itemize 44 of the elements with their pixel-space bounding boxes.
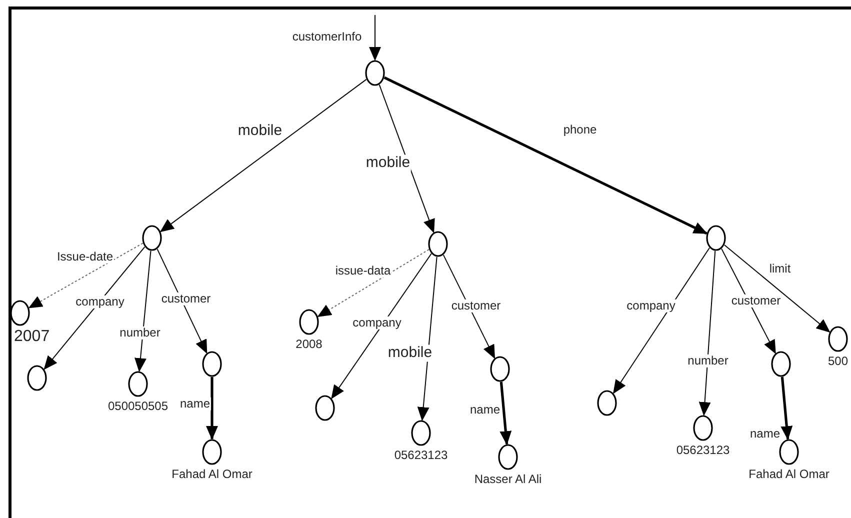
arrow — [44, 246, 146, 370]
edge-label: company — [352, 316, 402, 330]
edge-label: mobile — [364, 154, 412, 172]
arrow — [417, 256, 438, 422]
node-label: Fahad Al Omar — [748, 468, 830, 480]
arrow — [369, 14, 381, 61]
edge-label: issue-data — [334, 264, 392, 278]
edge-label: name — [178, 397, 212, 411]
arrow — [721, 248, 776, 354]
node-label: Fahad Al Omar — [172, 468, 252, 480]
arrow — [206, 377, 218, 440]
edge-label: mobile — [386, 344, 434, 362]
node-label: 2007 — [14, 329, 50, 345]
arrow — [28, 242, 144, 308]
edge-label: number — [118, 326, 162, 340]
edge-label: customer — [450, 299, 502, 313]
edge-label: limit — [768, 262, 792, 276]
node-label: 2008 — [296, 338, 322, 350]
edge-label: phone — [562, 123, 598, 137]
arrow — [317, 248, 430, 318]
arrow — [612, 247, 710, 394]
arrow — [500, 382, 512, 446]
node-label: 05623123 — [394, 449, 448, 461]
edge-label: company — [626, 299, 676, 313]
arrow — [156, 248, 208, 354]
arrow — [384, 76, 708, 235]
arrow — [724, 244, 830, 333]
edge-label: Issue-date — [56, 250, 114, 264]
node-label: 500 — [828, 355, 848, 367]
arrow — [160, 78, 367, 232]
node-label: 050050505 — [108, 400, 168, 412]
node-label: 05623123 — [676, 444, 730, 456]
arrow — [378, 84, 435, 234]
edge-label: customerInfo — [291, 30, 363, 44]
arrow — [698, 250, 716, 416]
arrow — [134, 250, 152, 372]
node-label: Nasser Al Ali — [474, 473, 542, 485]
edge-label: customer — [160, 292, 212, 306]
edge-label: company — [74, 295, 126, 309]
arrow — [780, 376, 793, 440]
edge-label: customer — [730, 294, 782, 308]
arrow — [331, 253, 432, 400]
arrow — [442, 254, 496, 359]
edge-label: number — [686, 354, 730, 368]
